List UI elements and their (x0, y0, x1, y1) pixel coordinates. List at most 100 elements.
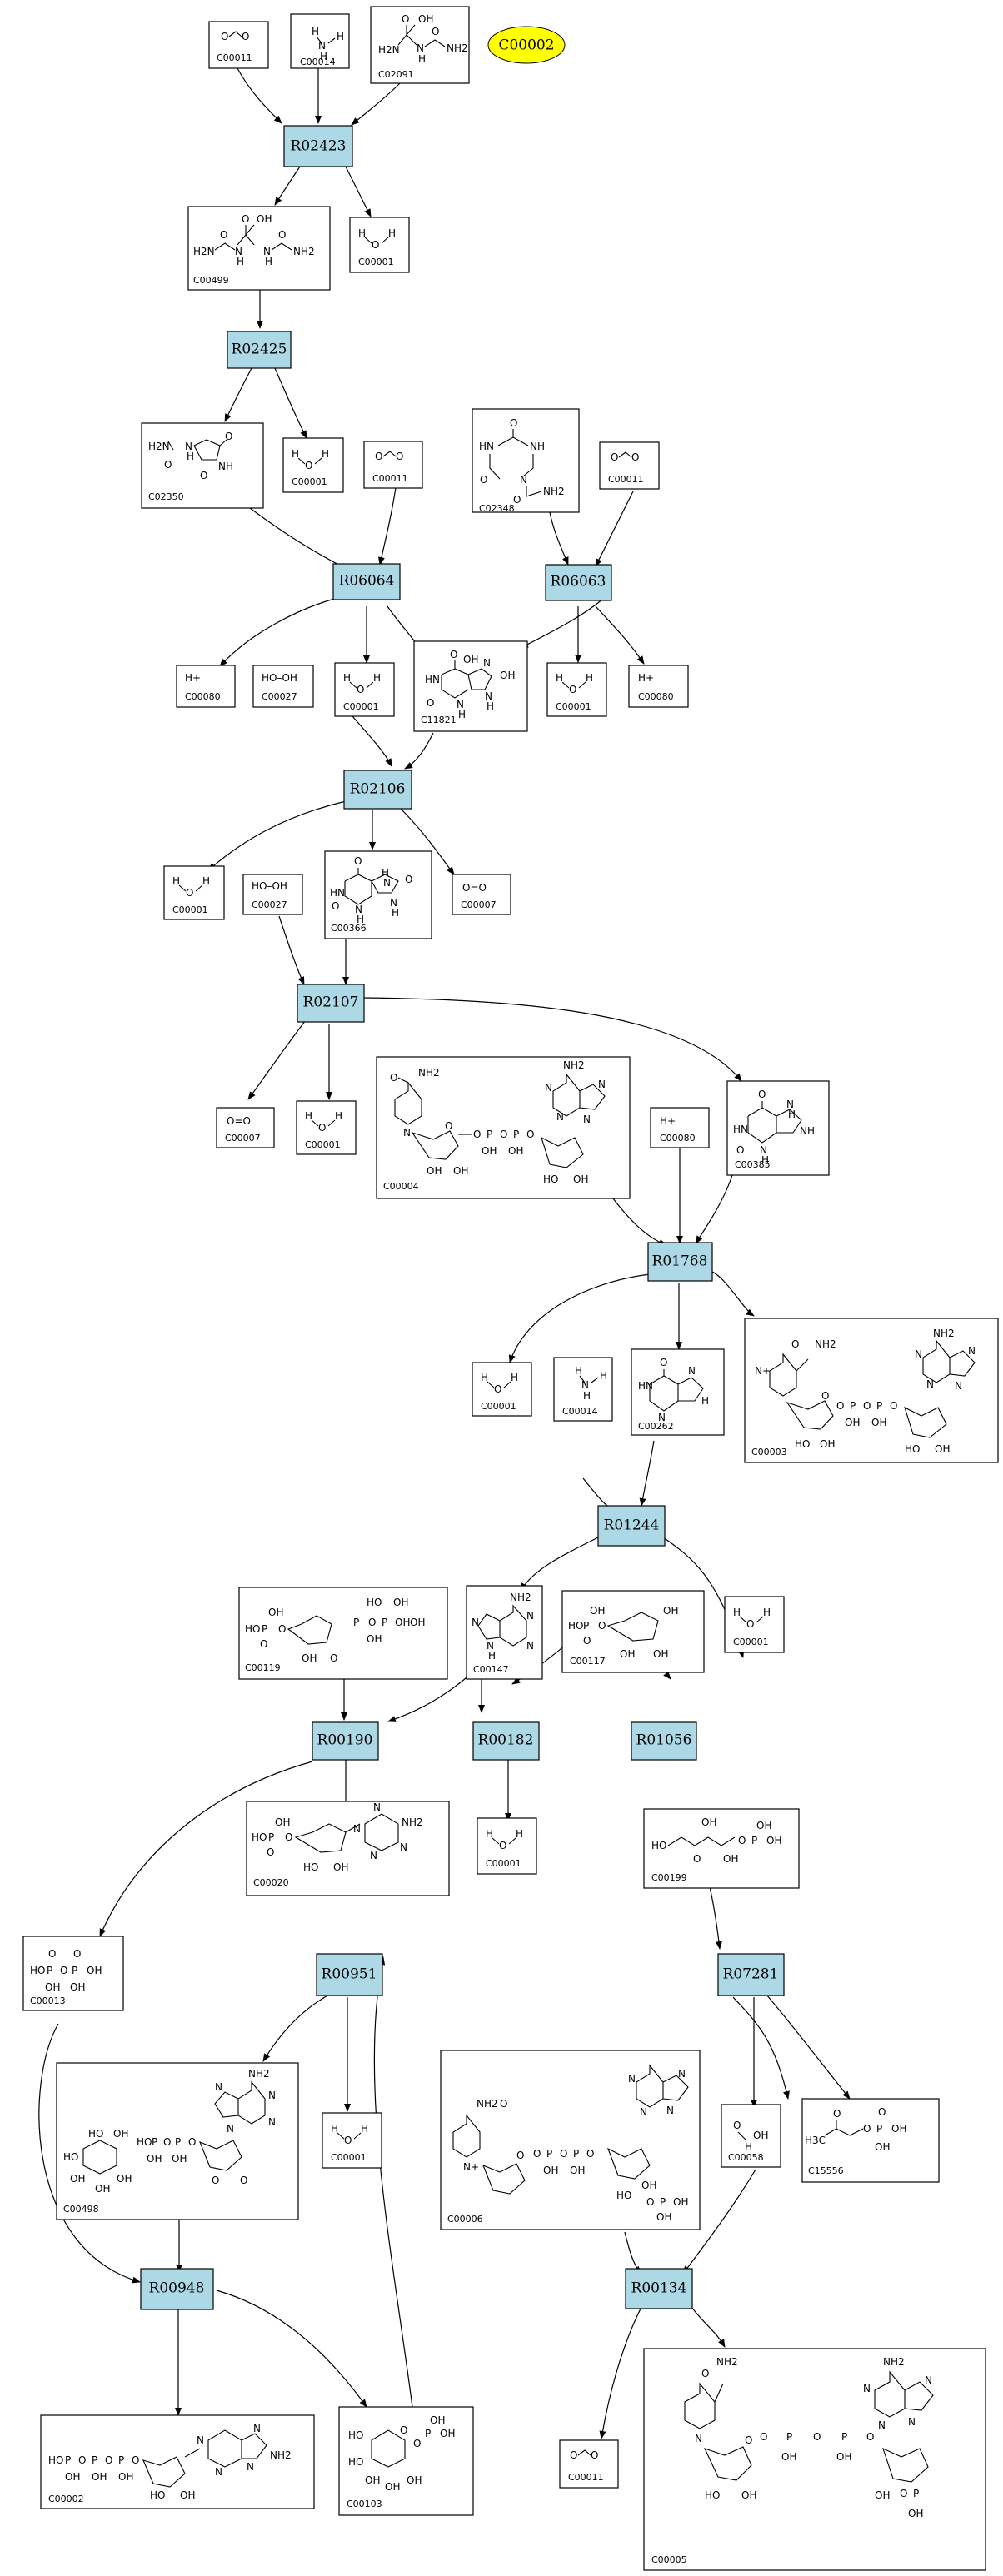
compound-node[interactable]: HO–OH C00027 (252, 665, 314, 708)
compound-node[interactable]: O O C00011 (599, 441, 660, 490)
compound-node[interactable]: HO P OH O O N N NH2 N N HO OH C00020 (246, 1801, 450, 1896)
svg-text:H: H (583, 1390, 591, 1402)
svg-text:O: O (285, 1831, 292, 1843)
svg-text:N: N (786, 1099, 794, 1110)
reaction-node[interactable]: R06064 (332, 563, 401, 600)
compound-node[interactable]: O=O C00007 (452, 874, 511, 915)
compound-node[interactable]: H O H C00001 (546, 662, 607, 717)
compound-node[interactable]: O HN H N O O N H N H C00366 (324, 850, 432, 939)
compound-node[interactable]: HO O O P OH OH HO OH OH OH C00103 (338, 2406, 474, 2516)
goal-compound[interactable]: C00002 (487, 26, 566, 64)
svg-text:N: N (878, 2419, 886, 2431)
svg-text:N: N (197, 2434, 204, 2446)
compound-node[interactable]: H O H C00001 (163, 865, 225, 920)
compound-node[interactable]: NH2 O N O O P O P O OH OH NH2 N N N N (376, 1056, 631, 1199)
reaction-label: R00134 (631, 2280, 687, 2297)
reaction-node[interactable]: R06063 (545, 564, 612, 601)
compound-node[interactable]: O H OH C00058 (721, 2104, 781, 2168)
svg-text:OH: OH (407, 2474, 422, 2486)
compound-node[interactable]: H O H C00001 (349, 217, 410, 273)
compound-node[interactable]: O HN N H N H NH O C00385 (726, 1080, 830, 1176)
reaction-node[interactable]: R01244 (597, 1505, 666, 1547)
compound-node[interactable]: H O H C00001 (282, 437, 344, 493)
reaction-node[interactable]: R00190 (312, 1721, 379, 1761)
svg-text:N: N (318, 40, 326, 52)
reaction-node[interactable]: R02106 (343, 770, 412, 810)
compound-node[interactable]: O H3C O P OH OH O C15556 (801, 2098, 940, 2183)
compound-node[interactable]: O HN NH O N O NH2 C02348 (472, 408, 580, 514)
compound-node[interactable]: H+ C00080 (650, 1107, 710, 1148)
compound-node[interactable]: O O C00011 (208, 21, 269, 69)
reaction-node[interactable]: R00134 (625, 2268, 693, 2309)
compound-node[interactable]: H O H C00001 (472, 1362, 532, 1417)
svg-text:OH: OH (766, 1835, 781, 1846)
compound-node[interactable]: H2N N H O NH O O C02350 (141, 422, 264, 509)
compound-node[interactable]: HO P O P O P O OH OH OH N N NH2 N N HO O… (40, 2414, 315, 2509)
svg-text:NH: NH (800, 1125, 815, 1137)
compound-node[interactable]: O O C00011 (363, 441, 423, 489)
compound-node[interactable]: NH2 O N+ O O P O P O OH OH N N N N HO (440, 2050, 701, 2230)
reaction-node[interactable]: R00948 (140, 2268, 214, 2310)
compound-node[interactable]: HO P OH O O OH OH OH C00117 (561, 1590, 705, 1673)
svg-text:O: O (701, 2368, 709, 2379)
svg-text:OH: OH (741, 2489, 756, 2501)
compound-node[interactable]: H N H H C00014 (290, 13, 350, 69)
structure-drawing: O HN NH O N O NH2 (479, 417, 565, 506)
compound-node[interactable]: H O H C00001 (724, 1596, 785, 1653)
compound-node[interactable]: H O H C00001 (334, 662, 395, 717)
compound-id: C00020 (253, 1877, 289, 1888)
svg-text:O: O (375, 451, 382, 462)
svg-text:OH: OH (701, 1816, 716, 1828)
svg-text:P: P (353, 1617, 359, 1628)
reaction-node[interactable]: R07281 (717, 1953, 785, 1996)
compound-id: C00001 (481, 1401, 516, 1412)
reaction-node[interactable]: R02425 (227, 331, 292, 369)
compound-node[interactable]: HO–OH C00027 (242, 874, 303, 915)
svg-text:H: H (331, 2123, 338, 2135)
compound-node[interactable]: H O H C00001 (477, 1817, 537, 1875)
structure-drawing: HO P OH O O N N NH2 N N HO OH (252, 1801, 423, 1873)
reaction-node[interactable]: R02423 (283, 125, 353, 167)
svg-text:H: H (361, 2123, 368, 2135)
compound-node[interactable]: HO P OH O O HO OH OH O P O P OH OH OH C0… (238, 1587, 448, 1680)
compound-node[interactable]: O NH2 N+ O O P O P O OH OH NH2 N N N N (744, 1318, 999, 1463)
compound-id: C00011 (568, 2472, 604, 2483)
compound-node[interactable]: O HN N N H C00262 (631, 1348, 725, 1436)
compound-node[interactable]: O OH H2N N H N H NH2 O O C00499 (187, 206, 331, 291)
compound-node[interactable]: H O H C00001 (322, 2112, 382, 2169)
svg-text:OH: OH (418, 13, 433, 25)
reaction-node[interactable]: R00182 (472, 1721, 540, 1761)
compound-node[interactable]: H+ C00080 (176, 665, 236, 708)
svg-text:N: N (247, 2461, 254, 2473)
compound-node[interactable]: NH2 N N N N HO P O P O OH OH O O HO OH O… (56, 2062, 299, 2220)
svg-text:OH: OH (172, 2153, 187, 2165)
compound-node[interactable]: H O H C00001 (296, 1100, 357, 1155)
compound-node[interactable]: O NH2 N O O P O P O OH OH NH2 N N N N (643, 2348, 986, 2571)
compound-node[interactable]: O=O C00007 (216, 1107, 275, 1148)
svg-text:O: O (332, 900, 339, 912)
compound-node[interactable]: H N H H C00014 (553, 1357, 613, 1422)
reaction-node[interactable]: R01056 (631, 1721, 697, 1761)
compound-node[interactable]: NH2 N N N N H C00147 (466, 1585, 543, 1680)
compound-node[interactable]: O O C00011 (559, 2439, 619, 2489)
reaction-node[interactable]: R02107 (297, 984, 365, 1023)
svg-text:OH: OH (871, 1417, 886, 1428)
edge (595, 605, 645, 665)
reaction-label: R00948 (149, 2280, 205, 2297)
compound-node[interactable]: O OH HN N O N H N H OH C11821 (413, 640, 528, 732)
reaction-node[interactable]: R01768 (647, 1242, 713, 1282)
edge (274, 367, 307, 439)
svg-text:OH: OH (641, 2180, 656, 2191)
structure-drawing: H O H (358, 227, 396, 251)
compound-node[interactable]: H+ C00080 (628, 665, 689, 708)
svg-text:O: O (890, 1400, 897, 1412)
svg-text:OH: OH (663, 1605, 678, 1617)
compound-node[interactable]: HO P O P OH OH OH O O C00013 (22, 1936, 124, 2011)
compound-node[interactable]: HO OH O O P OH OH OH C00199 (643, 1808, 800, 1889)
svg-text:H: H (237, 256, 244, 267)
structure-drawing: H O H (331, 2123, 368, 2146)
svg-text:NH2: NH2 (563, 1059, 585, 1071)
reaction-node[interactable]: R00951 (316, 1953, 383, 1996)
compound-node[interactable]: O OH H2N N H NH2 O C02091 (370, 6, 470, 84)
